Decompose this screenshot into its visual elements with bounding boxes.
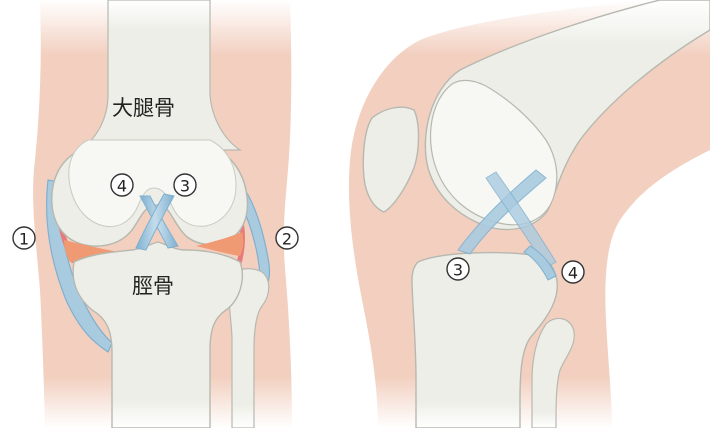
svg-text:1: 1 — [19, 230, 29, 249]
svg-text:4: 4 — [117, 177, 127, 196]
front-view: 大腿骨 脛骨 1 2 4 3 — [13, 0, 298, 428]
femur-label: 大腿骨 — [112, 96, 175, 120]
svg-text:3: 3 — [453, 261, 463, 280]
marker-2-front: 2 — [276, 227, 298, 249]
marker-1-front: 1 — [13, 227, 35, 249]
svg-text:2: 2 — [282, 230, 292, 249]
side-view: 3 4 — [349, 0, 710, 428]
marker-4-front: 4 — [111, 174, 133, 196]
marker-3-side: 3 — [447, 258, 469, 280]
svg-text:4: 4 — [568, 264, 578, 283]
tibia-label: 脛骨 — [132, 274, 174, 298]
marker-4-side: 4 — [562, 261, 584, 283]
marker-3-front: 3 — [174, 174, 196, 196]
svg-text:3: 3 — [180, 177, 190, 196]
